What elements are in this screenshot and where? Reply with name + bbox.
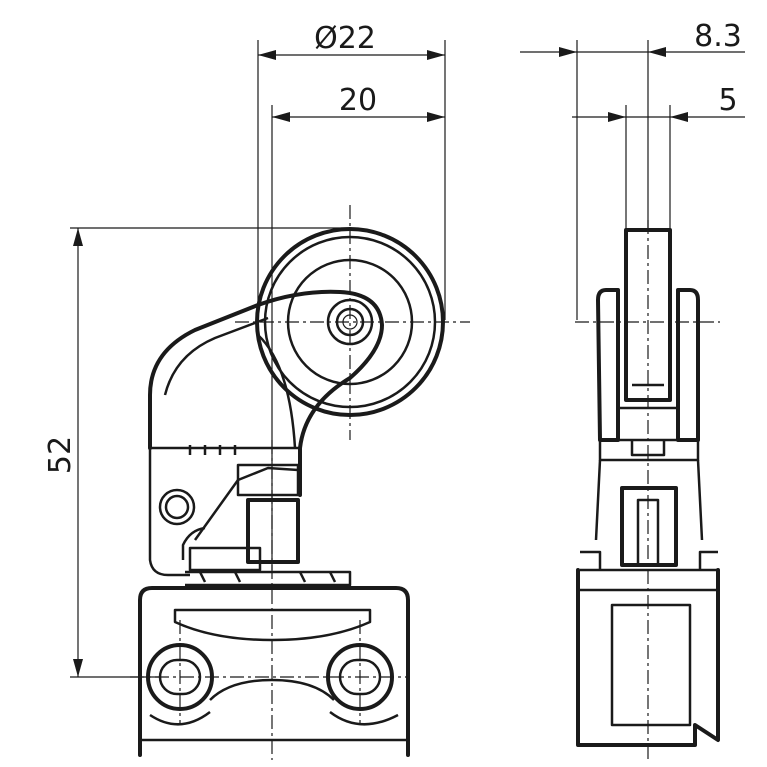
dim-label-roller-width: 5 [718,83,737,118]
side-lever [594,288,704,541]
front-view [130,205,470,760]
dim-roller-diameter: Ø22 [257,21,446,320]
base-housing [138,586,410,757]
lever-arm [148,289,384,577]
plunger-shaft [185,463,352,587]
side-view [575,220,720,760]
dim-label-side-width: 8.3 [694,19,742,54]
dim-roller-offset: 20 [271,83,445,570]
dim-side-width: 8.3 [520,19,745,320]
dim-label-height: 52 [43,436,78,474]
dim-overall-height: 52 [43,227,350,678]
dim-roller-width: 5 [572,83,745,230]
side-base [576,568,720,747]
roller-wheel [255,227,445,417]
side-plunger [580,486,718,572]
dim-label-diameter: Ø22 [314,21,376,56]
dim-label-offset: 20 [339,83,377,118]
